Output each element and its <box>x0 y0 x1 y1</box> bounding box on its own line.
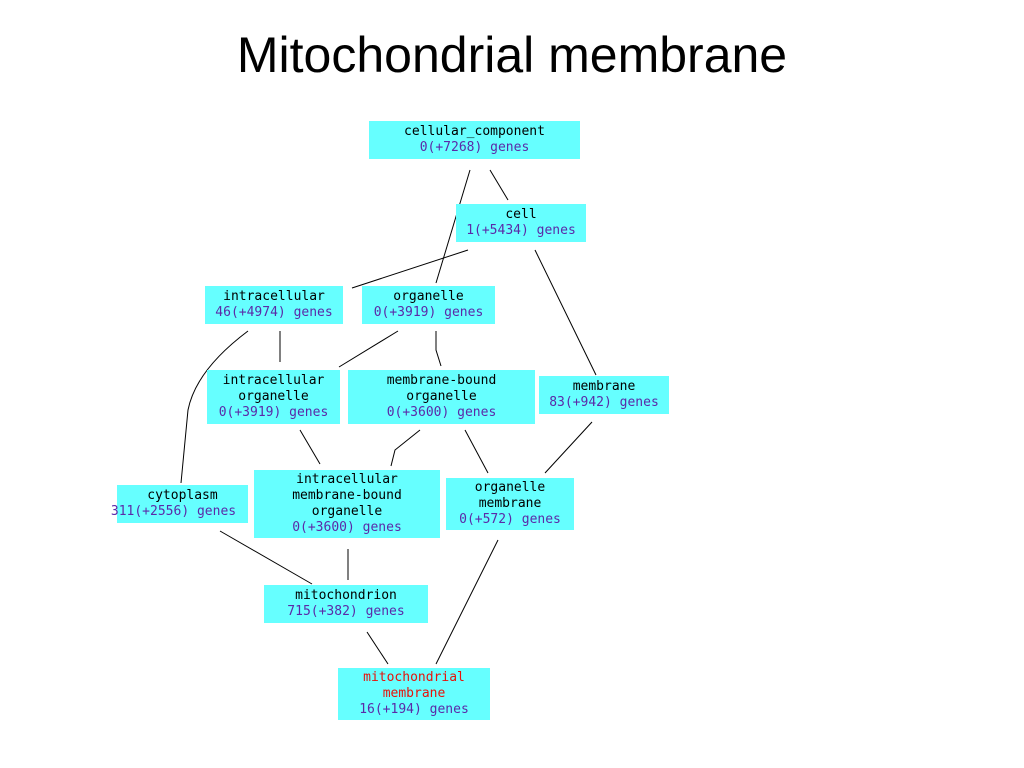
node-label-line-2: membrane <box>382 686 446 701</box>
node-gene-count: 0(+3919) genes <box>218 405 329 420</box>
node-gene-count: 311(+2556) genes <box>110 504 237 519</box>
node-cellular-component[interactable]: cellular_component 0(+7268) genes <box>369 121 580 159</box>
node-intracellular-organelle[interactable]: intracellular organelle 0(+3919) genes <box>207 370 340 424</box>
node-label-line-2: organelle <box>238 389 309 404</box>
node-label-line-2: organelle <box>406 389 477 404</box>
node-membrane[interactable]: membrane 83(+942) genes <box>539 376 669 414</box>
node-label-line-1: intracellular <box>296 472 398 487</box>
edge-mitochondrion-mitochondrial-membrane <box>366 631 389 665</box>
node-mitochondrial-membrane[interactable]: mitochondrial membrane 16(+194) genes <box>338 668 490 720</box>
edge-organelle-membrane-mitochondrial-membrane <box>435 539 499 665</box>
node-label: cytoplasm <box>147 488 218 503</box>
node-gene-count: 1(+5434) genes <box>466 223 576 238</box>
edge-membrane-organelle-membrane <box>544 421 593 474</box>
node-label: membrane <box>572 379 636 394</box>
node-cell[interactable]: cell 1(+5434) genes <box>456 204 586 242</box>
node-gene-count: 16(+194) genes <box>359 702 469 717</box>
edge-cell-intracellular <box>351 249 469 289</box>
node-label: mitochondrion <box>295 588 397 603</box>
edge-cellular-component-cell <box>489 169 509 201</box>
edge-membrane-bound-organelle-organelle-membrane <box>464 429 489 474</box>
node-organelle[interactable]: organelle 0(+3919) genes <box>362 286 495 324</box>
edge-organelle-intracellular-organelle <box>338 330 399 368</box>
node-gene-count: 0(+7268) genes <box>419 140 530 155</box>
node-intracellular[interactable]: intracellular 46(+4974) genes <box>205 286 343 324</box>
node-label-line-1: membrane-bound <box>386 373 497 388</box>
node-label-line-2: membrane-bound <box>292 488 402 503</box>
edge-cell-membrane <box>534 249 597 376</box>
node-label: intracellular <box>223 289 325 304</box>
edge-intracellular-organelle-imbo <box>299 429 321 465</box>
node-label: cell <box>505 207 537 222</box>
node-label: organelle <box>393 289 464 304</box>
node-label: cellular_component <box>404 124 545 139</box>
node-organelle-membrane[interactable]: organelle membrane 0(+572) genes <box>446 478 574 530</box>
node-label-line-1: intracellular <box>222 373 325 388</box>
node-gene-count: 0(+3600) genes <box>292 520 402 535</box>
node-label-line-2: membrane <box>478 496 542 511</box>
edge-cytoplasm-mitochondrion <box>219 530 313 585</box>
node-gene-count: 0(+572) genes <box>459 512 561 527</box>
node-label-line-1: organelle <box>474 480 546 495</box>
node-intracellular-membrane-bound-organelle[interactable]: intracellular membrane-bound organelle 0… <box>254 470 440 538</box>
node-gene-count: 46(+4974) genes <box>215 305 333 320</box>
slide-title: Mitochondrial membrane <box>236 27 788 83</box>
edge-membrane-bound-organelle-imbo <box>390 429 421 467</box>
node-label-line-1: mitochondrial <box>363 670 465 685</box>
edge-intracellular-cytoplasm <box>180 330 249 484</box>
edge-cellular-component-organelle <box>435 169 471 284</box>
node-gene-count: 0(+3600) genes <box>386 405 497 420</box>
node-mitochondrion[interactable]: mitochondrion 715(+382) genes <box>264 585 428 623</box>
node-gene-count: 0(+3919) genes <box>373 305 484 320</box>
edge-organelle-membrane-bound-organelle <box>435 331 442 367</box>
node-membrane-bound-organelle[interactable]: membrane-bound organelle 0(+3600) genes <box>348 370 535 424</box>
node-label-line-3: organelle <box>311 504 383 519</box>
node-gene-count: 715(+382) genes <box>287 604 405 619</box>
node-gene-count: 83(+942) genes <box>549 395 659 410</box>
node-cytoplasm[interactable]: cytoplasm 311(+2556) genes <box>111 485 248 523</box>
